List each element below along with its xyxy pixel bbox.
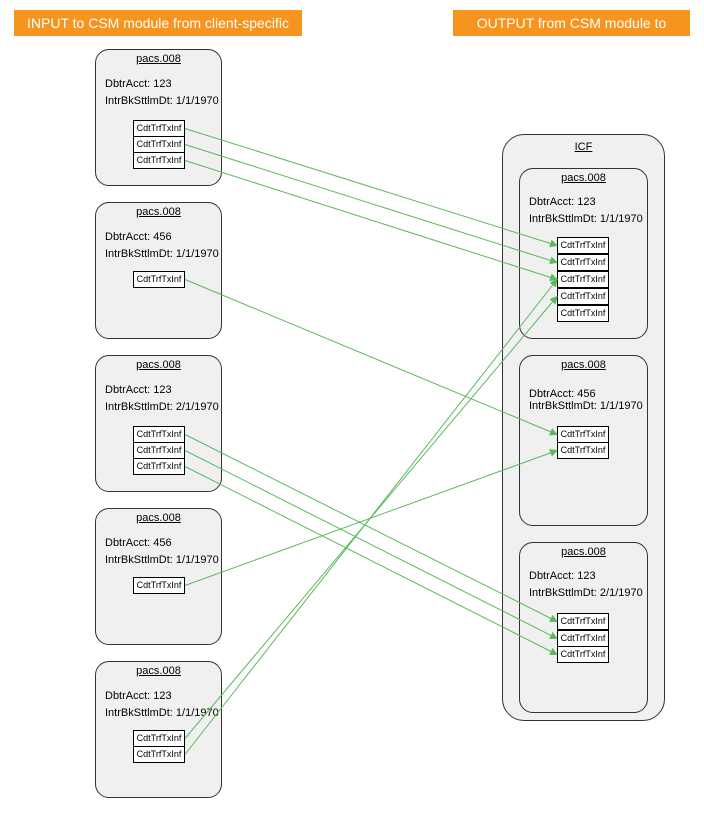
debtor-account: DbtrAcct: 456 bbox=[105, 231, 172, 243]
debtor-account: DbtrAcct: 123 bbox=[105, 78, 172, 90]
input-message-2: pacs.008 DbtrAcct: 456 IntrBkSttlmDt: 1/… bbox=[95, 202, 222, 339]
debtor-account: DbtrAcct: 456 bbox=[105, 537, 172, 549]
debtor-account: DbtrAcct: 123 bbox=[105, 690, 172, 702]
input-message-4: pacs.008 DbtrAcct: 456 IntrBkSttlmDt: 1/… bbox=[95, 508, 222, 645]
transaction-box: CdtTrfTxInf bbox=[133, 120, 185, 137]
output-message-3: pacs.008 DbtrAcct: 123 IntrBkSttlmDt: 2/… bbox=[519, 542, 648, 713]
transaction-box: CdtTrfTxInf bbox=[557, 288, 609, 305]
output-message-1: pacs.008 DbtrAcct: 123 IntrBkSttlmDt: 1/… bbox=[519, 168, 648, 339]
message-title: pacs.008 bbox=[136, 512, 181, 524]
transaction-box: CdtTrfTxInf bbox=[133, 577, 185, 594]
input-message-1: pacs.008 DbtrAcct: 123 IntrBkSttlmDt: 1/… bbox=[95, 49, 222, 186]
settlement-date: IntrBkSttlmDt: 2/1/1970 bbox=[105, 401, 219, 413]
message-title: pacs.008 bbox=[136, 359, 181, 371]
input-header: INPUT to CSM module from client-specific… bbox=[14, 10, 302, 57]
transaction-box: CdtTrfTxInf bbox=[133, 271, 185, 288]
settlement-date: IntrBkSttlmDt: 1/1/1970 bbox=[105, 554, 219, 566]
transaction-box: CdtTrfTxInf bbox=[557, 254, 609, 271]
transaction-box: CdtTrfTxInf bbox=[557, 237, 609, 254]
message-title: pacs.008 bbox=[561, 546, 606, 558]
transaction-box: CdtTrfTxInf bbox=[133, 730, 185, 747]
transaction-box: CdtTrfTxInf bbox=[133, 458, 185, 475]
settlement-date: IntrBkSttlmDt: 1/1/1970 bbox=[105, 707, 219, 719]
transaction-box: CdtTrfTxInf bbox=[557, 271, 609, 288]
input-message-3: pacs.008 DbtrAcct: 123 IntrBkSttlmDt: 2/… bbox=[95, 355, 222, 492]
settlement-date: IntrBkSttlmDt: 1/1/1970 bbox=[105, 248, 219, 260]
transaction-box: CdtTrfTxInf bbox=[557, 613, 609, 630]
debtor-account: DbtrAcct: 123 bbox=[529, 570, 596, 582]
debtor-account: DbtrAcct: 456 bbox=[529, 388, 596, 400]
icf-title: ICF bbox=[574, 141, 593, 153]
settlement-date: IntrBkSttlmDt: 1/1/1970 bbox=[529, 400, 643, 412]
transaction-box: CdtTrfTxInf bbox=[557, 646, 609, 663]
message-title: pacs.008 bbox=[136, 206, 181, 218]
message-title: pacs.008 bbox=[136, 53, 181, 65]
transaction-box: CdtTrfTxInf bbox=[557, 442, 609, 459]
message-title: pacs.008 bbox=[561, 172, 606, 184]
settlement-date: IntrBkSttlmDt: 2/1/1970 bbox=[529, 587, 643, 599]
transaction-box: CdtTrfTxInf bbox=[133, 426, 185, 443]
output-header: OUTPUT from CSM module to scheme bbox=[453, 10, 690, 57]
message-title: pacs.008 bbox=[136, 665, 181, 677]
transaction-box: CdtTrfTxInf bbox=[133, 746, 185, 763]
debtor-account: DbtrAcct: 123 bbox=[105, 384, 172, 396]
transaction-box: CdtTrfTxInf bbox=[133, 152, 185, 169]
output-message-2: pacs.008 DbtrAcct: 456 IntrBkSttlmDt: 1/… bbox=[519, 355, 648, 526]
transaction-box: CdtTrfTxInf bbox=[557, 426, 609, 443]
transaction-box: CdtTrfTxInf bbox=[557, 305, 609, 322]
settlement-date: IntrBkSttlmDt: 1/1/1970 bbox=[105, 95, 219, 107]
transaction-box: CdtTrfTxInf bbox=[133, 442, 185, 459]
transaction-box: CdtTrfTxInf bbox=[557, 630, 609, 647]
message-title: pacs.008 bbox=[561, 359, 606, 371]
debtor-account: DbtrAcct: 123 bbox=[529, 196, 596, 208]
input-message-5: pacs.008 DbtrAcct: 123 IntrBkSttlmDt: 1/… bbox=[95, 661, 222, 798]
transaction-box: CdtTrfTxInf bbox=[133, 136, 185, 153]
settlement-date: IntrBkSttlmDt: 1/1/1970 bbox=[529, 213, 643, 225]
